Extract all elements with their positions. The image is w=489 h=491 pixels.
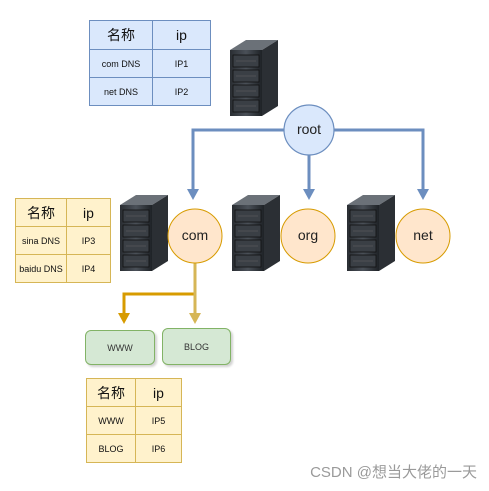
table-cell: IP2 xyxy=(152,77,211,106)
com-connector-arrowheads xyxy=(118,313,201,324)
net-node[interactable] xyxy=(395,208,451,264)
watermark: CSDN @想当大佬的一天 xyxy=(310,464,477,481)
table-cell: baidu DNS xyxy=(15,254,67,283)
table-header: 名称 xyxy=(89,20,153,50)
com-connectors xyxy=(122,262,197,314)
table-cell: BLOG xyxy=(86,434,136,463)
table-cell: IP5 xyxy=(135,406,182,435)
org-node-label: org xyxy=(297,227,319,243)
server-icon xyxy=(229,39,279,117)
table-header: 名称 xyxy=(86,378,136,407)
table-cell: sina DNS xyxy=(15,226,67,255)
table-cell: com DNS xyxy=(89,49,153,78)
table-cell: IP6 xyxy=(135,434,182,463)
table-header: 名称 xyxy=(15,198,67,227)
table-cell: IP4 xyxy=(66,254,111,283)
org-node[interactable] xyxy=(280,208,336,264)
table-cell: IP1 xyxy=(152,49,211,78)
server-icon xyxy=(346,194,396,272)
root-node-label: root xyxy=(296,121,322,137)
leaf-ip-table: 名称 ip WWW IP5 BLOG IP6 xyxy=(86,378,182,463)
table-header: ip xyxy=(152,20,211,50)
www-node-label: WWW xyxy=(107,342,133,353)
server-icon xyxy=(231,194,281,272)
root-connector-arrowheads xyxy=(187,189,429,200)
root-dns-table: 名称 ip com DNS IP1 net DNS IP2 xyxy=(89,20,211,106)
www-node[interactable]: WWW xyxy=(85,330,155,365)
root-connectors xyxy=(191,128,425,190)
table-cell: net DNS xyxy=(89,77,153,106)
root-node[interactable] xyxy=(283,104,335,156)
table-header: ip xyxy=(66,198,111,227)
table-cell: IP3 xyxy=(66,226,111,255)
com-node[interactable] xyxy=(167,208,223,264)
table-cell: WWW xyxy=(86,406,136,435)
net-node-label: net xyxy=(413,227,433,243)
blog-node[interactable]: BLOG xyxy=(162,328,231,365)
blog-node-label: BLOG xyxy=(183,341,209,352)
table-header: ip xyxy=(135,378,182,407)
com-node-label: com xyxy=(181,227,209,243)
com-dns-table: 名称 ip sina DNS IP3 baidu DNS IP4 xyxy=(15,198,111,283)
server-icon xyxy=(119,194,169,272)
